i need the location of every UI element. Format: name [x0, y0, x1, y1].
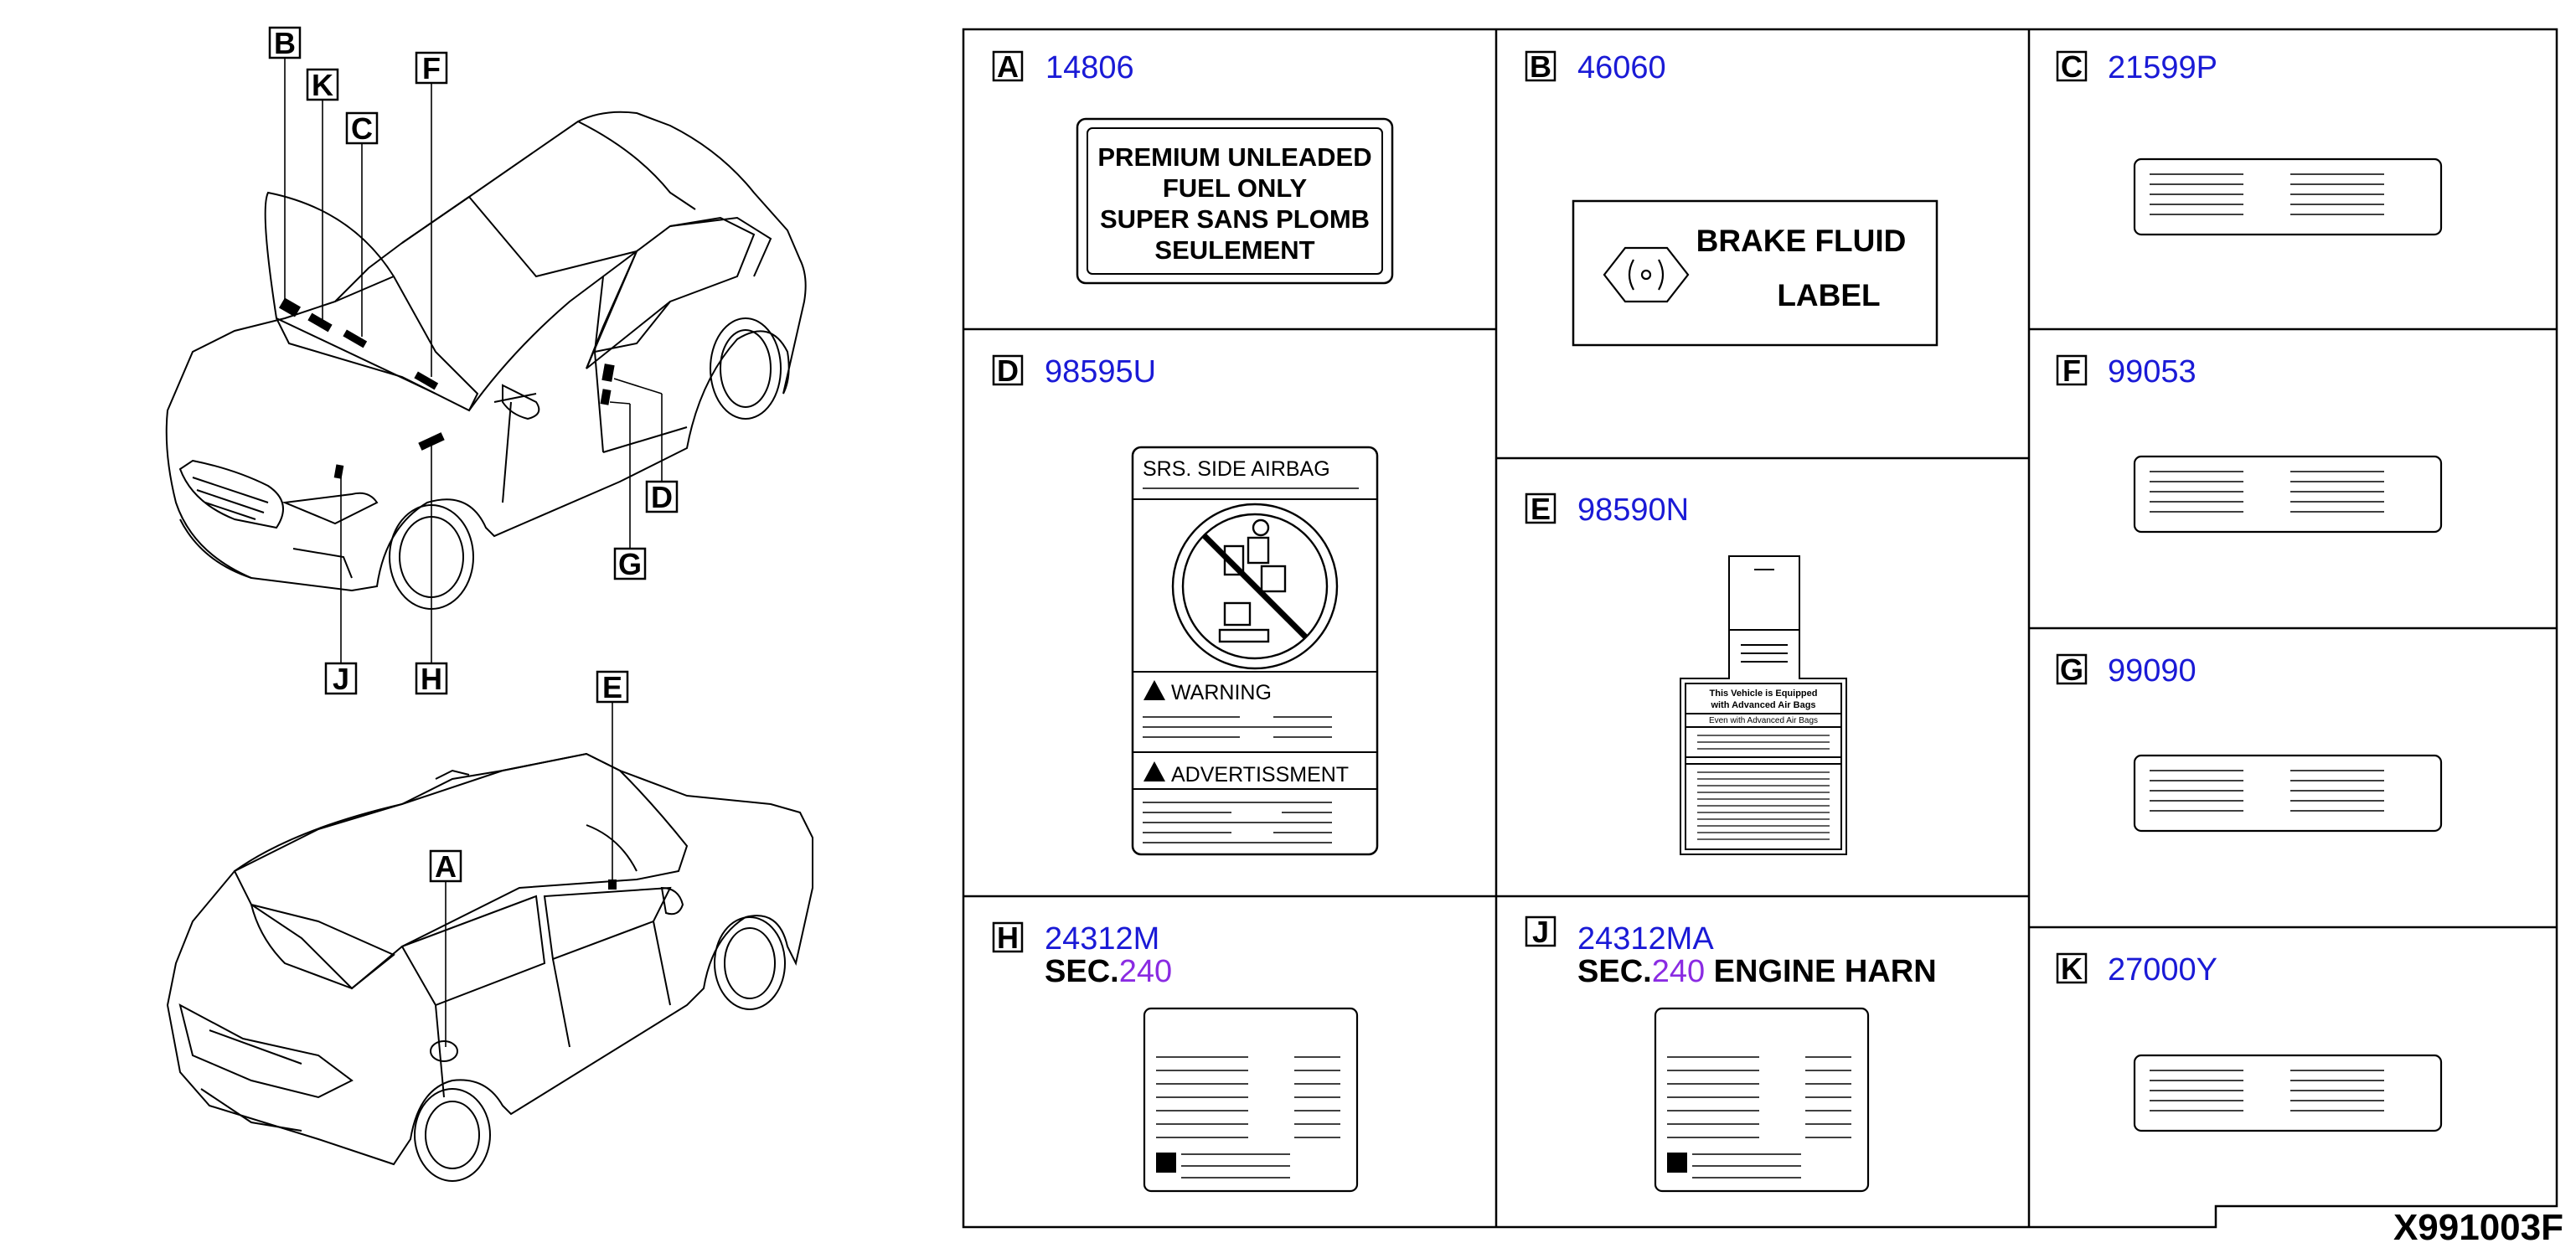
label-table-grid: [962, 28, 2558, 1229]
no-child-seat-icon: [1171, 503, 1339, 670]
front-car-leaders: [284, 57, 663, 663]
callout-H: H: [415, 662, 448, 696]
svg-text:G: G: [2060, 652, 2083, 687]
section-ref: SEC.240 ENGINE HARN: [1577, 954, 1937, 989]
svg-text:B: B: [274, 26, 296, 60]
rear-car-leaders: [445, 702, 613, 1047]
svg-text:H: H: [997, 921, 1019, 955]
callout-B: B: [268, 26, 302, 60]
brake-fluid-label: [1572, 199, 1938, 347]
svg-text:D: D: [651, 480, 673, 514]
callout-K: K: [306, 68, 339, 102]
svg-text:LABEL: LABEL: [1777, 278, 1880, 312]
rear-car-illustration: [166, 752, 813, 1182]
panel-C: C 21599P: [2056, 49, 2443, 236]
panel-F: F 99053: [2056, 353, 2443, 534]
svg-text:PREMIUM UNLEADED: PREMIUM UNLEADED: [1097, 142, 1371, 172]
svg-text:A: A: [997, 49, 1019, 84]
svg-text:SRS. SIDE AIRBAG: SRS. SIDE AIRBAG: [1143, 457, 1330, 481]
svg-text:A: A: [435, 849, 457, 884]
svg-text:E: E: [1531, 492, 1551, 526]
panel-K: K 27000Y: [2056, 952, 2443, 1132]
part-number: 14806: [1045, 50, 1134, 85]
part-number: 99090: [2108, 653, 2197, 689]
svg-text:K: K: [2061, 952, 2083, 986]
part-number: 98595U: [1045, 354, 1156, 389]
part-number: 46060: [1577, 50, 1666, 85]
svg-text:D: D: [997, 353, 1019, 388]
callout-F: F: [415, 51, 448, 85]
airbag-hang-tag: [1680, 555, 1847, 855]
svg-text:J: J: [333, 662, 349, 696]
svg-text:E: E: [602, 670, 622, 704]
front-car-illustration: [165, 111, 807, 610]
rear-car-label-marks: [608, 879, 617, 890]
callout-boxes: B K C F D G J H E A: [268, 26, 679, 884]
part-number: 99053: [2108, 354, 2197, 389]
panel-H: H 24312M SEC.240: [992, 921, 1359, 1193]
panel-B: B 46060 BRAKE FLUID LABEL: [1525, 49, 1938, 347]
callout-C: C: [345, 111, 379, 146]
svg-text:WARNING: WARNING: [1171, 681, 1272, 704]
part-number: 27000Y: [2108, 952, 2217, 988]
svg-text:C: C: [2061, 49, 2083, 84]
panel-D: D 98595U SRS. SIDE AIRBAG WARNING ADVERT…: [992, 353, 1379, 856]
panel-J: J 24312MA SEC.240 ENGINE HARN: [1525, 915, 1937, 1193]
panel-A: A 14806 PREMIUM UNLEADED FUEL ONLY SUPER…: [992, 49, 1394, 285]
callout-E: E: [596, 670, 629, 704]
svg-text:Even with Advanced Air Bags: Even with Advanced Air Bags: [1709, 716, 1818, 725]
svg-text:H: H: [421, 662, 442, 696]
section-ref: SEC.240: [1045, 954, 1172, 989]
svg-text:F: F: [2062, 353, 2081, 388]
svg-text:G: G: [618, 547, 642, 581]
svg-text:BRAKE FLUID: BRAKE FLUID: [1696, 224, 1907, 258]
diagram-id: X991003F: [2393, 1207, 2563, 1243]
svg-text:J: J: [1532, 915, 1549, 949]
callout-G: G: [613, 547, 647, 581]
svg-text:F: F: [422, 51, 441, 85]
svg-text:B: B: [1530, 49, 1551, 84]
svg-text:C: C: [351, 111, 373, 146]
part-number: 98590N: [1577, 493, 1689, 528]
svg-text:with Advanced Air Bags: with Advanced Air Bags: [1710, 700, 1815, 710]
panel-E: E 98590N This Vehicle is Equipped with A…: [1525, 492, 1847, 855]
callout-A: A: [429, 849, 462, 884]
brake-fluid-icon: [1603, 246, 1690, 303]
svg-text:ADVERTISSMENT: ADVERTISSMENT: [1171, 763, 1349, 787]
part-number: 24312M: [1045, 921, 1159, 957]
svg-text:This Vehicle is Equipped: This Vehicle is Equipped: [1710, 689, 1818, 699]
svg-text:SEULEMENT: SEULEMENT: [1154, 235, 1314, 265]
callout-J: J: [324, 662, 358, 696]
svg-text:FUEL ONLY: FUEL ONLY: [1163, 173, 1308, 203]
part-number: 24312MA: [1577, 921, 1714, 957]
panel-G: G 99090: [2056, 652, 2443, 833]
svg-text:K: K: [312, 68, 333, 102]
part-number: 21599P: [2108, 50, 2217, 85]
callout-D: D: [645, 480, 679, 514]
airbag-label: [1131, 446, 1379, 856]
fuel-label-outer: [1076, 117, 1394, 285]
svg-text:SUPER SANS PLOMB: SUPER SANS PLOMB: [1100, 204, 1370, 234]
front-car-label-marks: [278, 297, 615, 479]
